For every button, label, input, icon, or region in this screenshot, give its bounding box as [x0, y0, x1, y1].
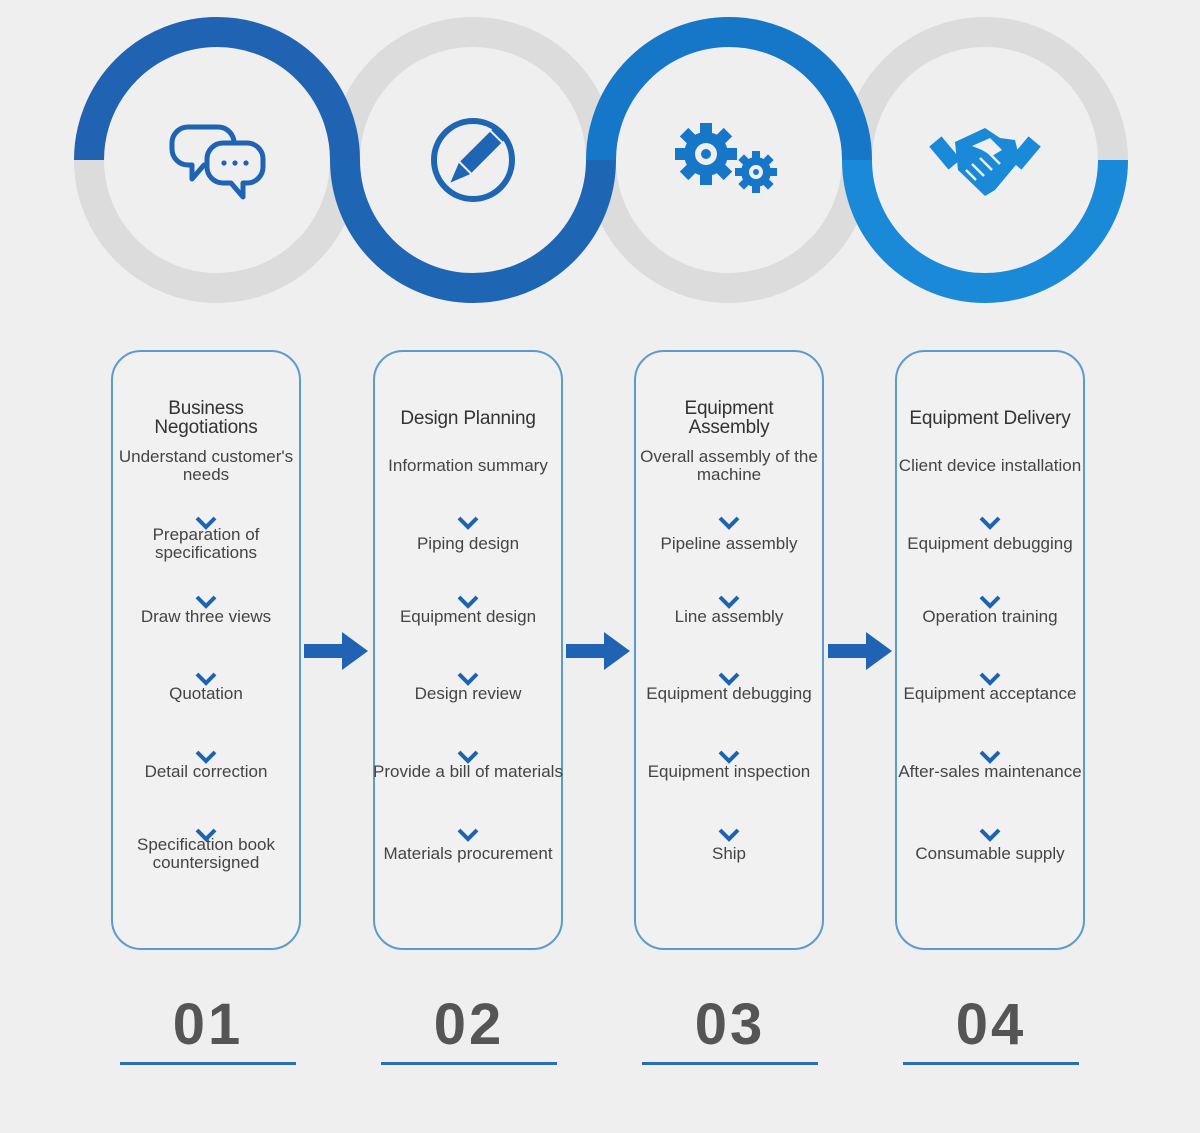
stage-step: Detail correction: [144, 762, 268, 781]
stage-step: Materials procurement: [383, 844, 553, 863]
stage-step: Equipment debugging: [907, 534, 1073, 553]
chevron-down-icon: [195, 516, 217, 530]
stage-step: Equipment debugging: [646, 684, 812, 703]
ring-2-blue-arc: [330, 159, 616, 303]
arrow-right-2: [566, 632, 630, 670]
handshake-icon: [929, 128, 1041, 196]
chat-bubbles-icon: [169, 124, 266, 200]
stage-underline-4: [903, 1062, 1079, 1065]
stage-title: Equipment Delivery: [909, 407, 1071, 429]
stage-step: Information summary: [388, 456, 548, 475]
stage-step: Operation training: [922, 607, 1058, 626]
stage-step: After-sales maintenance: [898, 762, 1082, 781]
chevron-down-icon: [457, 516, 479, 530]
stage-number-4: 04: [955, 992, 1027, 1057]
chevron-down-icon: [979, 516, 1001, 530]
chevron-down-icon: [457, 828, 479, 842]
stage-number-3: 03: [694, 992, 766, 1057]
chevron-down-icon: [457, 750, 479, 764]
stage-underline-3: [642, 1062, 818, 1065]
stage-step: Equipment acceptance: [903, 684, 1077, 703]
chevron-down-icon: [979, 828, 1001, 842]
chevron-down-icon: [718, 750, 740, 764]
stage-step: Provide a bill of materials: [373, 762, 563, 781]
chevron-down-icon: [718, 595, 740, 609]
gears-icon: [675, 123, 777, 193]
stage-step: Client device installation: [898, 456, 1082, 475]
ring-1-blue-arc: [74, 17, 360, 161]
ring-chain: [74, 17, 1128, 303]
stage-step: Line assembly: [674, 607, 784, 626]
pencil-icon: [431, 118, 515, 202]
chevron-down-icon: [718, 672, 740, 686]
chevron-down-icon: [979, 595, 1001, 609]
stage-step: Piping design: [416, 534, 520, 553]
stage-step: Equipment inspection: [647, 762, 811, 781]
arrow-right-1: [304, 632, 368, 670]
chevron-down-icon: [718, 516, 740, 530]
arrow-right-3: [828, 632, 892, 670]
chevron-down-icon: [195, 595, 217, 609]
stage-step: Specification book countersigned: [137, 835, 275, 872]
stage-step: Preparation of specifications: [152, 525, 260, 562]
stage-title: Equipment Assembly: [684, 398, 774, 438]
stage-step: Ship: [711, 844, 747, 863]
chevron-down-icon: [979, 750, 1001, 764]
stage-step: Pipeline assembly: [660, 534, 798, 553]
stage-step: Quotation: [169, 684, 243, 703]
stage-step: Overall assembly of the machine: [640, 447, 818, 484]
chevron-down-icon: [457, 672, 479, 686]
stage-title: Design Planning: [400, 407, 536, 429]
chevron-down-icon: [195, 828, 217, 842]
stage-step: Equipment design: [399, 607, 537, 626]
chevron-down-icon: [457, 595, 479, 609]
chevron-down-icon: [979, 672, 1001, 686]
stage-step: Draw three views: [140, 607, 272, 626]
stage-number-1: 01: [172, 992, 244, 1057]
stage-title: Business Negotiations: [154, 398, 258, 438]
stage-number-2: 02: [433, 992, 505, 1057]
chevron-down-icon: [195, 750, 217, 764]
ring-4-blue-arc: [842, 159, 1128, 303]
chevron-down-icon: [718, 828, 740, 842]
ring-3-blue-arc: [586, 17, 872, 161]
stage-step: Consumable supply: [915, 844, 1065, 863]
stage-underline-1: [120, 1062, 296, 1065]
stage-step: Design review: [414, 684, 522, 703]
stage-underline-2: [381, 1062, 557, 1065]
chevron-down-icon: [195, 672, 217, 686]
stage-step: Understand customer's needs: [118, 447, 294, 484]
